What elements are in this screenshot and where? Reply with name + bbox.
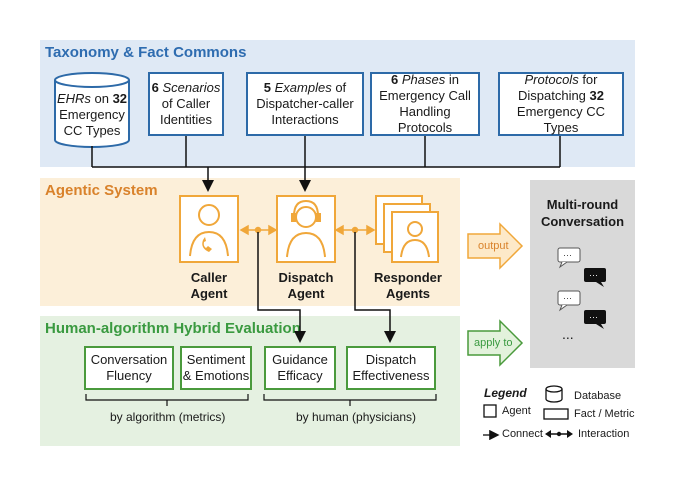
metric-connectors [257, 232, 396, 343]
by-human-label: by human (physicians) [296, 410, 417, 424]
conversation-ellipsis: ... [562, 326, 574, 342]
phases-box: 6 Phases in Emergency Call Handling Prot… [370, 72, 480, 136]
svg-text:···: ··· [589, 312, 598, 322]
protocols-box: Protocols for Dispatching 32 Emergency C… [498, 72, 624, 136]
evaluation-title: Human-algorithm Hybrid Evaluation [45, 320, 301, 337]
sentiment-emotions-box: Sentiment& Emotions [180, 346, 252, 390]
database-cylinder [54, 72, 130, 148]
legend-interaction: Interaction [578, 428, 630, 440]
scenarios-box: 6 Scenarios of Caller Identities [148, 72, 224, 136]
apply-to-label: apply to [474, 337, 513, 349]
interaction-arrows [239, 224, 376, 236]
dispatch-agent-icon [276, 195, 336, 263]
apply-arrow [467, 319, 524, 367]
legend-fact-metric: Fact / Metric [574, 408, 635, 420]
taxonomy-title: Taxonomy & Fact Commons [45, 44, 247, 61]
metric-braces [85, 394, 437, 406]
legend-database: Database [574, 390, 622, 402]
conversation-panel [530, 180, 635, 368]
ehr-database: EHRs on 32 Emergency CC Types [56, 91, 128, 138]
caller-agent-icon [179, 195, 239, 263]
svg-text:···: ··· [563, 250, 572, 260]
legend-title: Legend [484, 386, 527, 400]
chat-bubbles: ··· ··· ··· ··· [557, 247, 606, 329]
responder-agents-icon [375, 195, 439, 263]
svg-text:···: ··· [589, 270, 598, 280]
output-arrow [467, 222, 524, 270]
agentic-title: Agentic System [45, 182, 158, 199]
svg-text:···: ··· [563, 293, 572, 303]
legend-agent: Agent [502, 405, 531, 417]
taxonomy-bus [91, 136, 561, 192]
output-label: output [478, 240, 509, 252]
by-algorithm-label: by algorithm (metrics) [110, 410, 226, 424]
legend-connect: Connect [502, 428, 543, 440]
legend-icons [483, 385, 573, 441]
examples-box: 5 Examples of Dispatcher-caller Interact… [246, 72, 364, 136]
